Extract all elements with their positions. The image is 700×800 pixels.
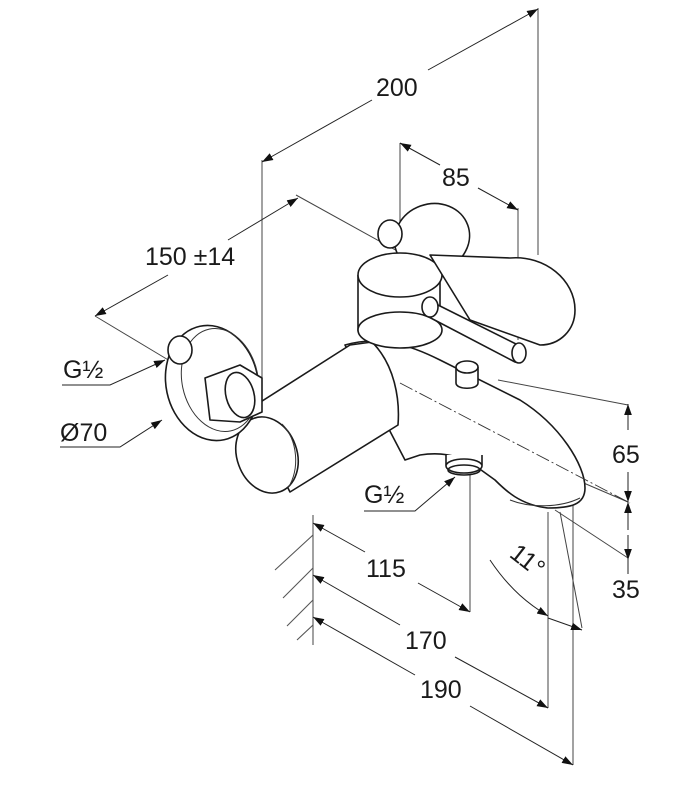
dim-line-115 <box>312 522 366 553</box>
label-spout-height: 65 <box>612 441 640 469</box>
dim-line-190 <box>312 616 416 676</box>
label-wall-to-outlet-thread: 115 <box>366 555 406 583</box>
label-wall-to-spout-tip: 190 <box>420 676 462 704</box>
leader-inlet-thread <box>62 359 166 386</box>
label-outlet-thread: G½ <box>364 481 404 509</box>
dim-arc-11-degrees <box>489 559 549 617</box>
label-overall-depth: 200 <box>376 74 418 102</box>
label-wall-to-spout-front: 170 <box>405 627 447 655</box>
diverter-knob <box>455 360 479 390</box>
leader-outlet-thread <box>364 476 456 512</box>
outlet-thread <box>445 455 483 476</box>
dimension-lines <box>60 8 632 766</box>
label-spout-angle: 11° <box>505 539 551 583</box>
leader-rosette-diameter <box>60 419 163 448</box>
valve-cylinder <box>357 252 443 349</box>
label-inlet-spacing: 150 ±14 <box>145 243 235 271</box>
label-rosette-diameter: Ø70 <box>60 419 107 447</box>
lever-handle <box>421 254 576 364</box>
dim-line-150 <box>94 274 169 317</box>
dim-line-200 <box>261 99 373 163</box>
inlet-rosette-left <box>164 324 263 442</box>
dim-line-85 <box>399 142 441 166</box>
label-inlet-thread: G½ <box>63 356 103 384</box>
faucet-body <box>164 202 631 509</box>
wall-hatching <box>274 515 314 645</box>
dim-line-170 <box>312 574 401 626</box>
label-spout-outlet-height: 35 <box>612 576 640 604</box>
label-handle-offset: 85 <box>442 164 470 192</box>
